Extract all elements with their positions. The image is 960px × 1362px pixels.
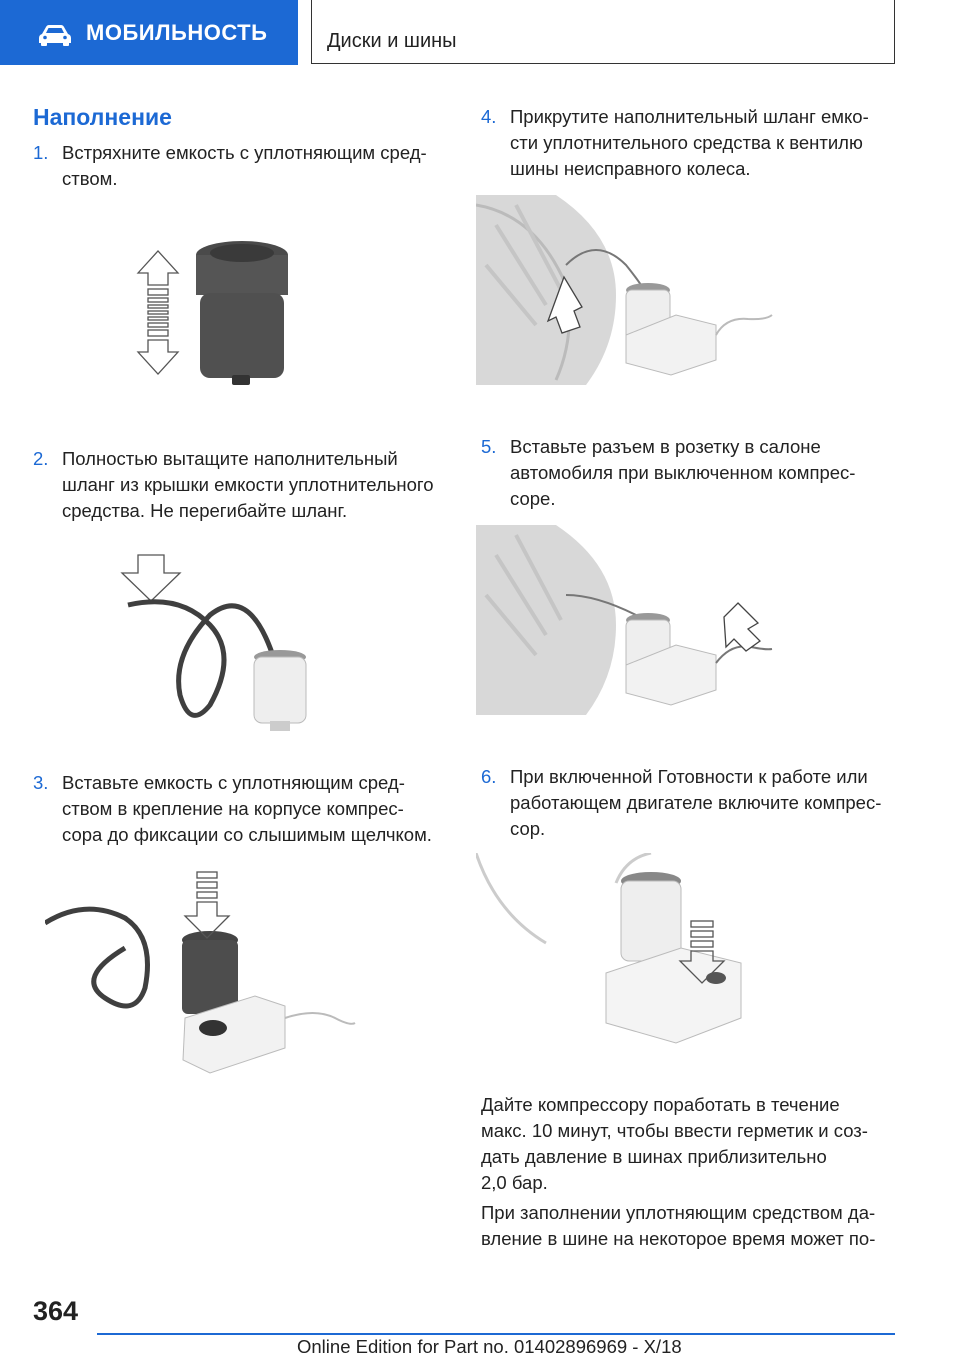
section-title: МОБИЛЬНОСТЬ [86, 20, 268, 45]
plug-in-illustration [476, 525, 773, 715]
footer-edition: Online Edition for Part no. 01402896969 … [297, 1336, 682, 1357]
page-number: 364 [33, 1296, 79, 1326]
section-heading: Наполнение [33, 104, 172, 130]
step-number: 6. [481, 766, 497, 787]
paragraph: При заполнении уплотняющим средством да-… [481, 1202, 876, 1249]
step-text: Вставьте емкость с уплотняющим сред- ств… [62, 772, 432, 845]
shake-container-illustration [136, 241, 288, 385]
chapter-header: Диски и шины [311, 0, 895, 64]
step-text: Полностью вытащите наполнительный шланг … [62, 448, 434, 521]
pull-hose-illustration [120, 554, 307, 731]
switch-on-illustration [476, 853, 742, 1044]
insert-container-illustration [45, 871, 356, 1074]
step-text: При включенной Готовности к работе или р… [510, 766, 882, 839]
car-icon [39, 25, 71, 46]
step-number: 5. [481, 436, 497, 457]
step-number: 2. [33, 448, 49, 469]
step-text: Вставьте разъем в розетку в салоне автом… [510, 436, 856, 509]
step-number: 4. [481, 106, 497, 127]
step-text: Прикрутите наполнительный шланг емко- ст… [510, 106, 869, 179]
step-number: 3. [33, 772, 49, 793]
chapter-title: Диски и шины [327, 30, 457, 52]
footer-rule [97, 1333, 895, 1335]
step-number: 1. [33, 142, 49, 163]
section-tab: МОБИЛЬНОСТЬ [0, 0, 298, 65]
connect-hose-illustration [476, 195, 773, 385]
paragraph: Дайте компрессору поработать в течение м… [481, 1094, 868, 1193]
step-text: Встряхните емкость с уплотняющим сред- с… [62, 142, 427, 189]
